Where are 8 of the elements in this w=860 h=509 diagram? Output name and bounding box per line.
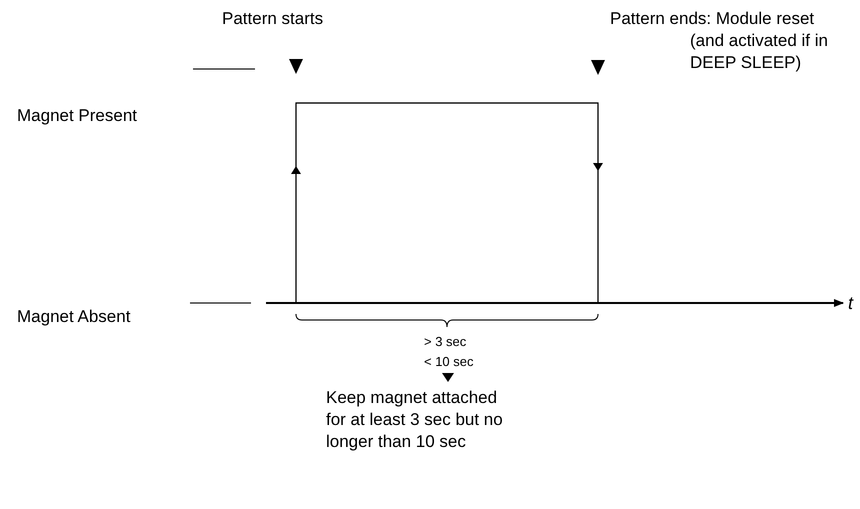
duration-label: < 10 sec: [424, 353, 474, 371]
level-label: Magnet Absent: [17, 306, 130, 328]
axis-label: t: [848, 292, 854, 315]
duration-label: > 3 sec: [424, 333, 466, 351]
level-label: Magnet Present: [17, 105, 138, 127]
instruction-text: Keep magnet attached for at least 3 sec but no longer than 10 sec: [326, 387, 504, 453]
event-label: Pattern ends: Module reset (and activated if in DEEP SLEEP): [610, 8, 829, 74]
event-label: Pattern starts: [222, 8, 324, 30]
